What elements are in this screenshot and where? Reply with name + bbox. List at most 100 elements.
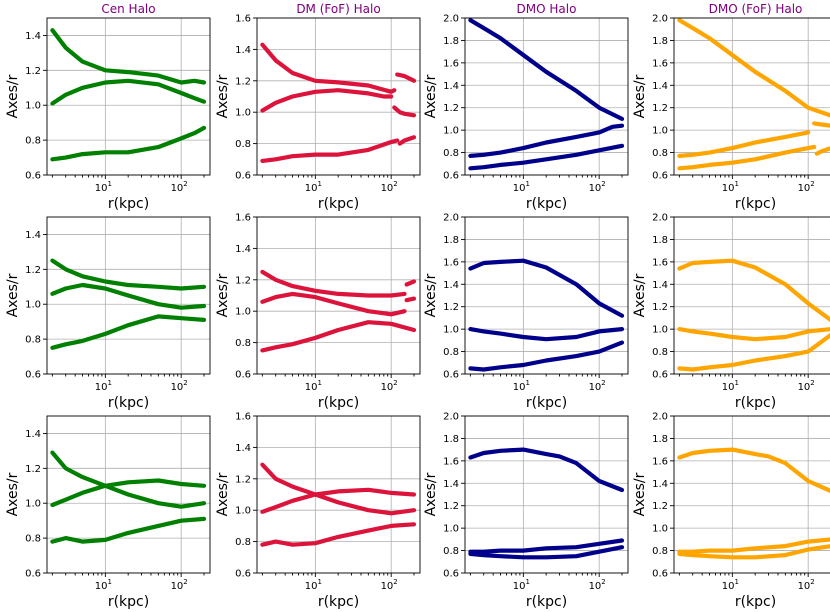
y-tick-label: 0.6 bbox=[25, 569, 41, 580]
y-tick-label: 0.8 bbox=[652, 347, 668, 358]
x-tick-label: 101 bbox=[305, 578, 322, 592]
y-tick-label: 1.2 bbox=[235, 474, 251, 485]
y-tick-label: 0.6 bbox=[443, 171, 459, 182]
x-axis-label: r(kpc) bbox=[108, 196, 149, 212]
series-line-0 bbox=[260, 269, 407, 298]
y-tick-label: 1.6 bbox=[235, 213, 251, 224]
series-line-2 bbox=[260, 291, 407, 317]
y-axis-label: Axes/r bbox=[5, 472, 21, 516]
x-axis-label: r(kpc) bbox=[318, 594, 359, 610]
x-axis-label: r(kpc) bbox=[526, 395, 567, 411]
y-tick-label: 0.6 bbox=[443, 370, 459, 381]
y-tick-label: 1.6 bbox=[652, 58, 668, 69]
y-tick-label: 1.8 bbox=[652, 434, 668, 445]
series-line-1 bbox=[468, 538, 625, 554]
x-tick-base: 10 bbox=[513, 382, 526, 393]
y-tick-label: 0.6 bbox=[652, 370, 668, 381]
x-tick-base: 10 bbox=[513, 581, 526, 592]
y-tick-label: 0.8 bbox=[235, 537, 251, 548]
axes-frame bbox=[46, 415, 211, 574]
panel-title: DM (FoF) Halo bbox=[296, 2, 380, 16]
x-tick-label: 102 bbox=[381, 379, 398, 393]
y-tick-label: 1.0 bbox=[25, 499, 41, 510]
y-tick-label: 1.2 bbox=[652, 103, 668, 114]
x-tick-exp: 2 bbox=[601, 180, 605, 188]
y-tick-label: 1.4 bbox=[25, 429, 41, 440]
panel-title: DMO (FoF) Halo bbox=[709, 2, 803, 16]
y-axis-label: Axes/r bbox=[632, 472, 648, 516]
x-axis-label: r(kpc) bbox=[735, 594, 776, 610]
x-tick-label: 102 bbox=[381, 578, 398, 592]
y-tick-label: 1.4 bbox=[235, 244, 251, 255]
series-line-0 bbox=[468, 258, 625, 318]
series-line-4 bbox=[260, 138, 400, 163]
y-tick-label: 2.0 bbox=[652, 14, 668, 25]
x-tick-exp: 2 bbox=[183, 578, 187, 586]
axes-frame bbox=[673, 17, 830, 176]
y-tick-label: 1.4 bbox=[235, 45, 251, 56]
series-line-2 bbox=[260, 522, 417, 547]
series-line-1 bbox=[50, 78, 207, 106]
x-tick-exp: 1 bbox=[107, 180, 111, 188]
x-axis-label: r(kpc) bbox=[735, 196, 776, 212]
y-tick-label: 1.4 bbox=[443, 280, 459, 291]
x-tick-exp: 1 bbox=[107, 379, 111, 387]
y-tick-label: 1.0 bbox=[235, 307, 251, 318]
x-tick-base: 10 bbox=[305, 382, 318, 393]
axes-frame bbox=[673, 415, 830, 574]
y-tick-label: 1.2 bbox=[443, 103, 459, 114]
x-axis-label: r(kpc) bbox=[318, 196, 359, 212]
x-tick-base: 10 bbox=[95, 382, 108, 393]
series-line-4 bbox=[260, 320, 417, 353]
x-tick-base: 10 bbox=[722, 581, 735, 592]
y-tick-label: 0.8 bbox=[235, 338, 251, 349]
series-line-2 bbox=[50, 125, 207, 162]
x-tick-exp: 2 bbox=[601, 578, 605, 586]
panel-title: Cen Halo bbox=[101, 2, 155, 16]
series-line-0 bbox=[50, 28, 207, 85]
y-tick-label: 0.6 bbox=[443, 569, 459, 580]
series-line-1 bbox=[50, 478, 207, 508]
y-tick-label: 0.6 bbox=[235, 370, 251, 381]
y-tick-label: 0.8 bbox=[235, 139, 251, 150]
axes-frame bbox=[46, 216, 211, 375]
y-tick-label: 1.8 bbox=[443, 36, 459, 47]
y-tick-label: 1.2 bbox=[235, 275, 251, 286]
x-tick-base: 10 bbox=[381, 183, 394, 194]
y-tick-label: 1.2 bbox=[443, 501, 459, 512]
x-tick-label: 101 bbox=[722, 180, 739, 194]
y-tick-label: 1.6 bbox=[443, 58, 459, 69]
x-tick-label: 101 bbox=[95, 180, 112, 194]
y-axis-label: Axes/r bbox=[423, 273, 439, 317]
y-tick-label: 1.0 bbox=[235, 108, 251, 119]
axes-frame bbox=[464, 415, 629, 574]
y-tick-label: 1.0 bbox=[652, 325, 668, 336]
y-tick-label: 1.2 bbox=[25, 464, 41, 475]
x-tick-base: 10 bbox=[95, 581, 108, 592]
series-line-0 bbox=[468, 447, 625, 493]
y-axis-label: Axes/r bbox=[423, 74, 439, 118]
y-tick-label: 2.0 bbox=[652, 213, 668, 224]
x-tick-label: 102 bbox=[589, 379, 606, 393]
x-tick-base: 10 bbox=[305, 183, 318, 194]
axes-frame bbox=[256, 415, 421, 574]
x-tick-base: 10 bbox=[722, 382, 735, 393]
y-tick-label: 1.6 bbox=[235, 412, 251, 423]
series-line-2 bbox=[260, 88, 394, 113]
x-tick-base: 10 bbox=[171, 183, 184, 194]
x-tick-base: 10 bbox=[95, 183, 108, 194]
x-tick-label: 101 bbox=[305, 180, 322, 194]
series-line-0 bbox=[677, 447, 830, 493]
y-tick-label: 1.0 bbox=[443, 524, 459, 535]
x-axis-label: r(kpc) bbox=[108, 594, 149, 610]
y-tick-label: 1.0 bbox=[25, 300, 41, 311]
series-line-1 bbox=[404, 279, 417, 287]
series-line-2 bbox=[677, 544, 830, 560]
y-tick-label: 1.4 bbox=[443, 479, 459, 490]
series-line-0 bbox=[677, 18, 830, 118]
y-axis-label: Axes/r bbox=[632, 273, 648, 317]
